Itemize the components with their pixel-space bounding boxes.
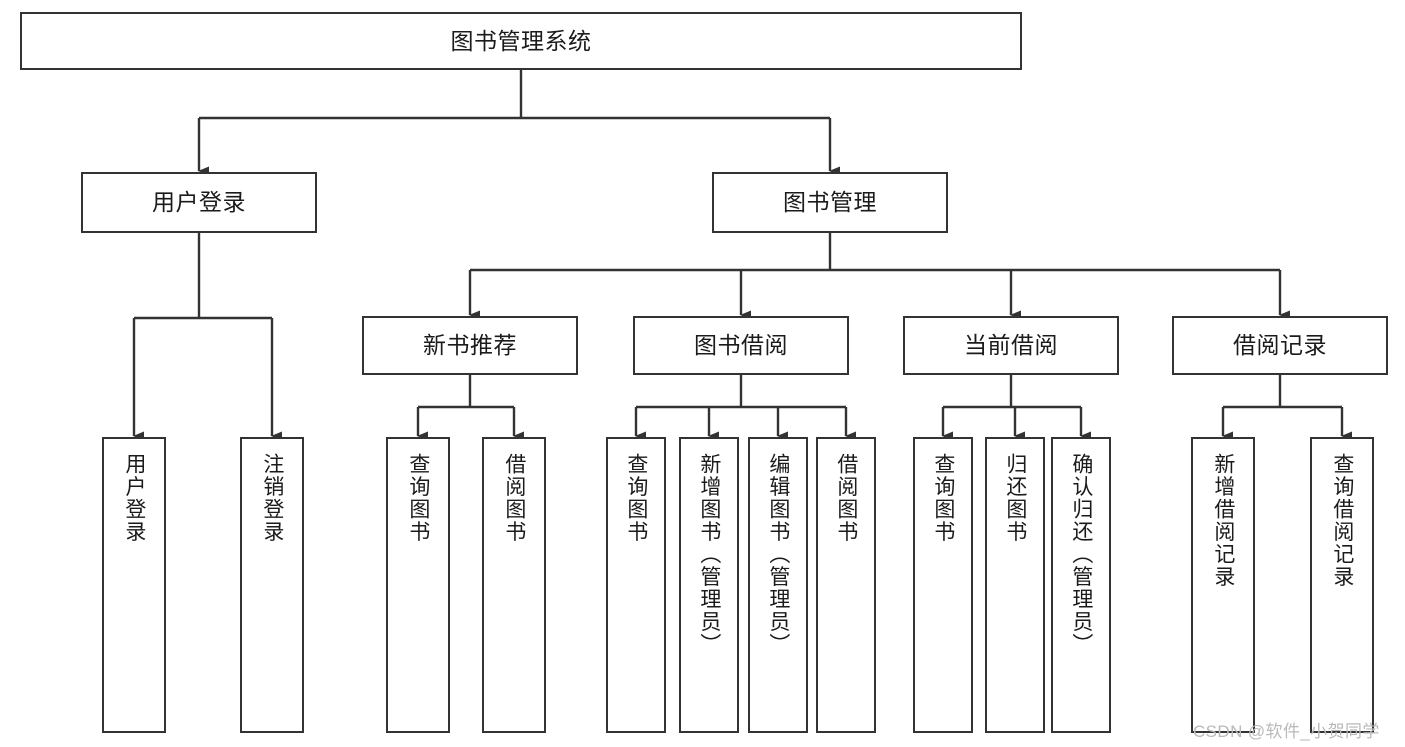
node-label: 查询图书 (931, 453, 955, 543)
node-label: 归还图书 (1003, 453, 1027, 543)
node-leaf-borrow-book-recommend[interactable]: 借阅图书 (482, 437, 546, 733)
node-book-manage[interactable]: 图书管理 (712, 172, 948, 233)
node-label: 图书管理系统 (450, 27, 592, 54)
node-label: 新增借阅记录 (1211, 453, 1235, 588)
node-borrow-record[interactable]: 借阅记录 (1172, 316, 1388, 375)
node-current-borrow[interactable]: 当前借阅 (903, 316, 1119, 375)
node-leaf-query-book-borrow[interactable]: 查询图书 (606, 437, 666, 733)
node-label: 注销登录 (260, 453, 284, 543)
node-label: 新书推荐 (423, 332, 517, 359)
node-leaf-user-login[interactable]: 用户登录 (102, 437, 166, 733)
node-label: 查询图书 (624, 453, 648, 543)
node-leaf-return-book[interactable]: 归还图书 (985, 437, 1045, 733)
node-leaf-borrow-book[interactable]: 借阅图书 (816, 437, 876, 733)
node-leaf-query-book-recommend[interactable]: 查询图书 (386, 437, 450, 733)
node-label: 确认归还（管理员） (1069, 453, 1093, 656)
node-label: 借阅图书 (834, 453, 858, 543)
node-label: 新增图书（管理员） (697, 453, 721, 656)
node-label: 用户登录 (122, 453, 146, 543)
node-leaf-user-logout[interactable]: 注销登录 (240, 437, 304, 733)
node-label: 图书借阅 (694, 332, 788, 359)
node-label: 图书管理 (783, 189, 877, 216)
node-leaf-query-book-current[interactable]: 查询图书 (913, 437, 973, 733)
node-user-login[interactable]: 用户登录 (81, 172, 317, 233)
node-book-borrow[interactable]: 图书借阅 (633, 316, 849, 375)
node-leaf-query-borrow-record[interactable]: 查询借阅记录 (1310, 437, 1374, 733)
node-new-book-recommend[interactable]: 新书推荐 (362, 316, 578, 375)
node-label: 用户登录 (152, 189, 246, 216)
node-root[interactable]: 图书管理系统 (20, 12, 1022, 70)
node-leaf-add-borrow-record[interactable]: 新增借阅记录 (1191, 437, 1255, 733)
node-leaf-add-book[interactable]: 新增图书（管理员） (679, 437, 739, 733)
node-label: 查询借阅记录 (1330, 453, 1354, 588)
node-leaf-confirm-return[interactable]: 确认归还（管理员） (1051, 437, 1111, 733)
node-label: 查询图书 (406, 453, 430, 543)
node-label: 当前借阅 (964, 332, 1058, 359)
csdn-watermark: CSDN @软件_小贺同学 (1193, 722, 1380, 741)
node-label: 编辑图书（管理员） (766, 453, 790, 656)
node-label: 借阅图书 (502, 453, 526, 543)
node-leaf-edit-book[interactable]: 编辑图书（管理员） (748, 437, 808, 733)
node-label: 借阅记录 (1233, 332, 1327, 359)
